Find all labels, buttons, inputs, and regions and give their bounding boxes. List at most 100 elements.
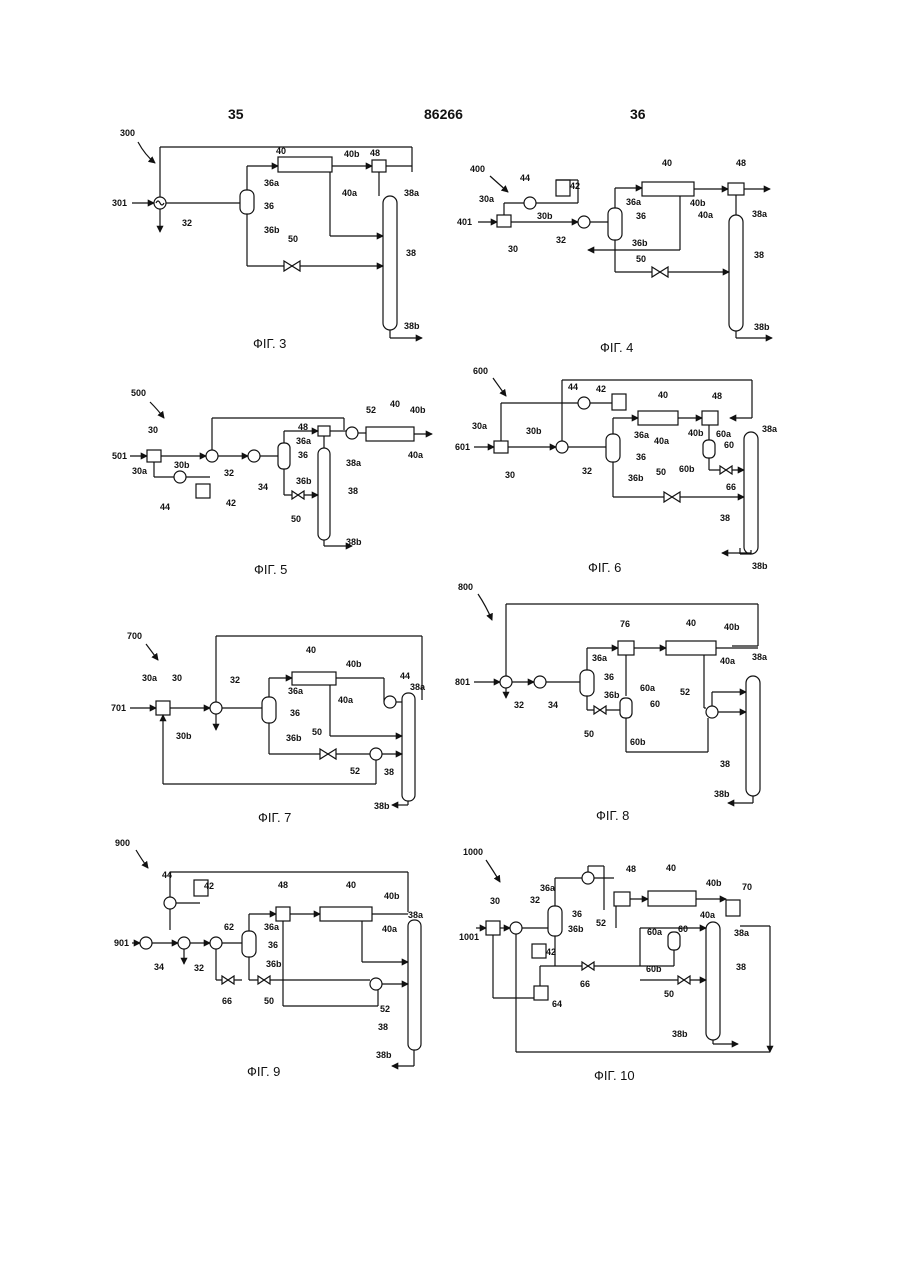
- cooler-34-icon: [534, 676, 546, 688]
- label: 62: [224, 922, 234, 932]
- label: 32: [182, 218, 192, 228]
- figure-10: 1000 1001 30 32 36a 36 36b 52 48 40 40b …: [459, 847, 770, 1083]
- label: 601: [455, 442, 470, 452]
- label: 30a: [472, 421, 488, 431]
- label: 60a: [640, 683, 656, 693]
- fig6-ref: 600: [473, 366, 488, 376]
- heat-exchanger-44-icon: [174, 471, 186, 483]
- heat-exchanger-62-icon: [210, 937, 222, 949]
- heat-exchanger-44-icon: [384, 696, 396, 708]
- fig6-caption: ФІГ. 6: [588, 560, 621, 575]
- figure-8: 800 801 32 34 36a 36 36b 76 40 40b 40a 6…: [455, 582, 768, 823]
- heat-exchanger-44-icon: [578, 397, 590, 409]
- label: 40b: [410, 405, 426, 415]
- label: 40b: [346, 659, 362, 669]
- compressor-64-icon: [534, 986, 548, 1000]
- label: 40b: [724, 622, 740, 632]
- valve-66-icon: [222, 976, 234, 984]
- heat-exchanger-44-icon: [524, 197, 536, 209]
- fig7-caption: ФІГ. 7: [258, 810, 291, 825]
- label: 48: [712, 391, 722, 401]
- label: 44: [160, 502, 170, 512]
- column-38-icon: [706, 922, 720, 1040]
- fig9-ref: 900: [115, 838, 130, 848]
- separator-60-icon: [620, 698, 632, 718]
- label: 38b: [672, 1029, 688, 1039]
- valve-50-icon: [652, 267, 668, 277]
- separator-36-icon: [608, 208, 622, 240]
- unit-48-icon: [728, 183, 744, 195]
- heat-exchanger-32-icon: [210, 702, 222, 714]
- label: 42: [226, 498, 236, 508]
- label: 36: [604, 672, 614, 682]
- label: 44: [568, 382, 578, 392]
- figure-4: 400 401 30a 30 30b 44 42 32 36a 36 36b 4…: [457, 158, 772, 355]
- label: 38b: [754, 322, 770, 332]
- label: 50: [288, 234, 298, 244]
- separator-60-icon: [703, 440, 715, 458]
- label: 50: [636, 254, 646, 264]
- heat-exchanger-52-icon: [346, 427, 358, 439]
- label: 38: [736, 962, 746, 972]
- label: 36: [298, 450, 308, 460]
- unit-40-icon: [320, 907, 372, 921]
- label: 30b: [176, 731, 192, 741]
- fig3-ref: 300: [120, 128, 135, 138]
- label: 42: [596, 384, 606, 394]
- compressor-42-icon: [196, 484, 210, 498]
- label: 1001: [459, 932, 479, 942]
- label: 40: [276, 146, 286, 156]
- label: 50: [291, 514, 301, 524]
- label: 38: [754, 250, 764, 260]
- label: 36a: [296, 436, 312, 446]
- column-38-icon: [746, 676, 760, 796]
- unit-40-icon: [292, 672, 336, 685]
- valve-50-icon: [258, 976, 270, 984]
- column-38-icon: [318, 448, 330, 540]
- label: 32: [514, 700, 524, 710]
- heat-exchanger-32-icon: [178, 937, 190, 949]
- label: 66: [580, 979, 590, 989]
- label: 36: [636, 211, 646, 221]
- expander-70-icon: [726, 900, 740, 916]
- figure-5: 500 501 30 30a 30b 44 42 32 34 48 36a 36…: [112, 388, 432, 577]
- label: 36: [572, 909, 582, 919]
- label: 38b: [714, 789, 730, 799]
- label: 36: [264, 201, 274, 211]
- label: 48: [626, 864, 636, 874]
- separator-36-icon: [242, 931, 256, 957]
- column-38-icon: [408, 920, 421, 1050]
- label: 34: [548, 700, 558, 710]
- unit-30-icon: [156, 701, 170, 715]
- label: 30b: [537, 211, 553, 221]
- unit-76-icon: [618, 641, 634, 655]
- label: 50: [312, 727, 322, 737]
- label: 34: [258, 482, 268, 492]
- label: 401: [457, 217, 472, 227]
- unit-40-icon: [278, 157, 332, 172]
- figure-3: 300 301 32 36a 36 36b 40 40b 40a 48 38a …: [112, 128, 422, 351]
- column-38-icon: [402, 693, 415, 801]
- label: 38b: [374, 801, 390, 811]
- label: 40: [346, 880, 356, 890]
- label: 901: [114, 938, 129, 948]
- label: 50: [264, 996, 274, 1006]
- unit-30-icon: [147, 450, 161, 462]
- fig8-caption: ФІГ. 8: [596, 808, 629, 823]
- heat-exchanger-32-icon: [510, 922, 522, 934]
- label: 38a: [408, 910, 424, 920]
- label: 48: [278, 880, 288, 890]
- label: 48: [370, 148, 380, 158]
- label: 40b: [384, 891, 400, 901]
- valve-50-icon: [320, 749, 336, 759]
- label: 76: [620, 619, 630, 629]
- label: 501: [112, 451, 127, 461]
- separator-36-icon: [606, 434, 620, 462]
- label: 38a: [346, 458, 362, 468]
- unit-40-icon: [638, 411, 678, 425]
- label: 36: [268, 940, 278, 950]
- label: 32: [530, 895, 540, 905]
- label: 40a: [338, 695, 354, 705]
- unit-48-icon: [276, 907, 290, 921]
